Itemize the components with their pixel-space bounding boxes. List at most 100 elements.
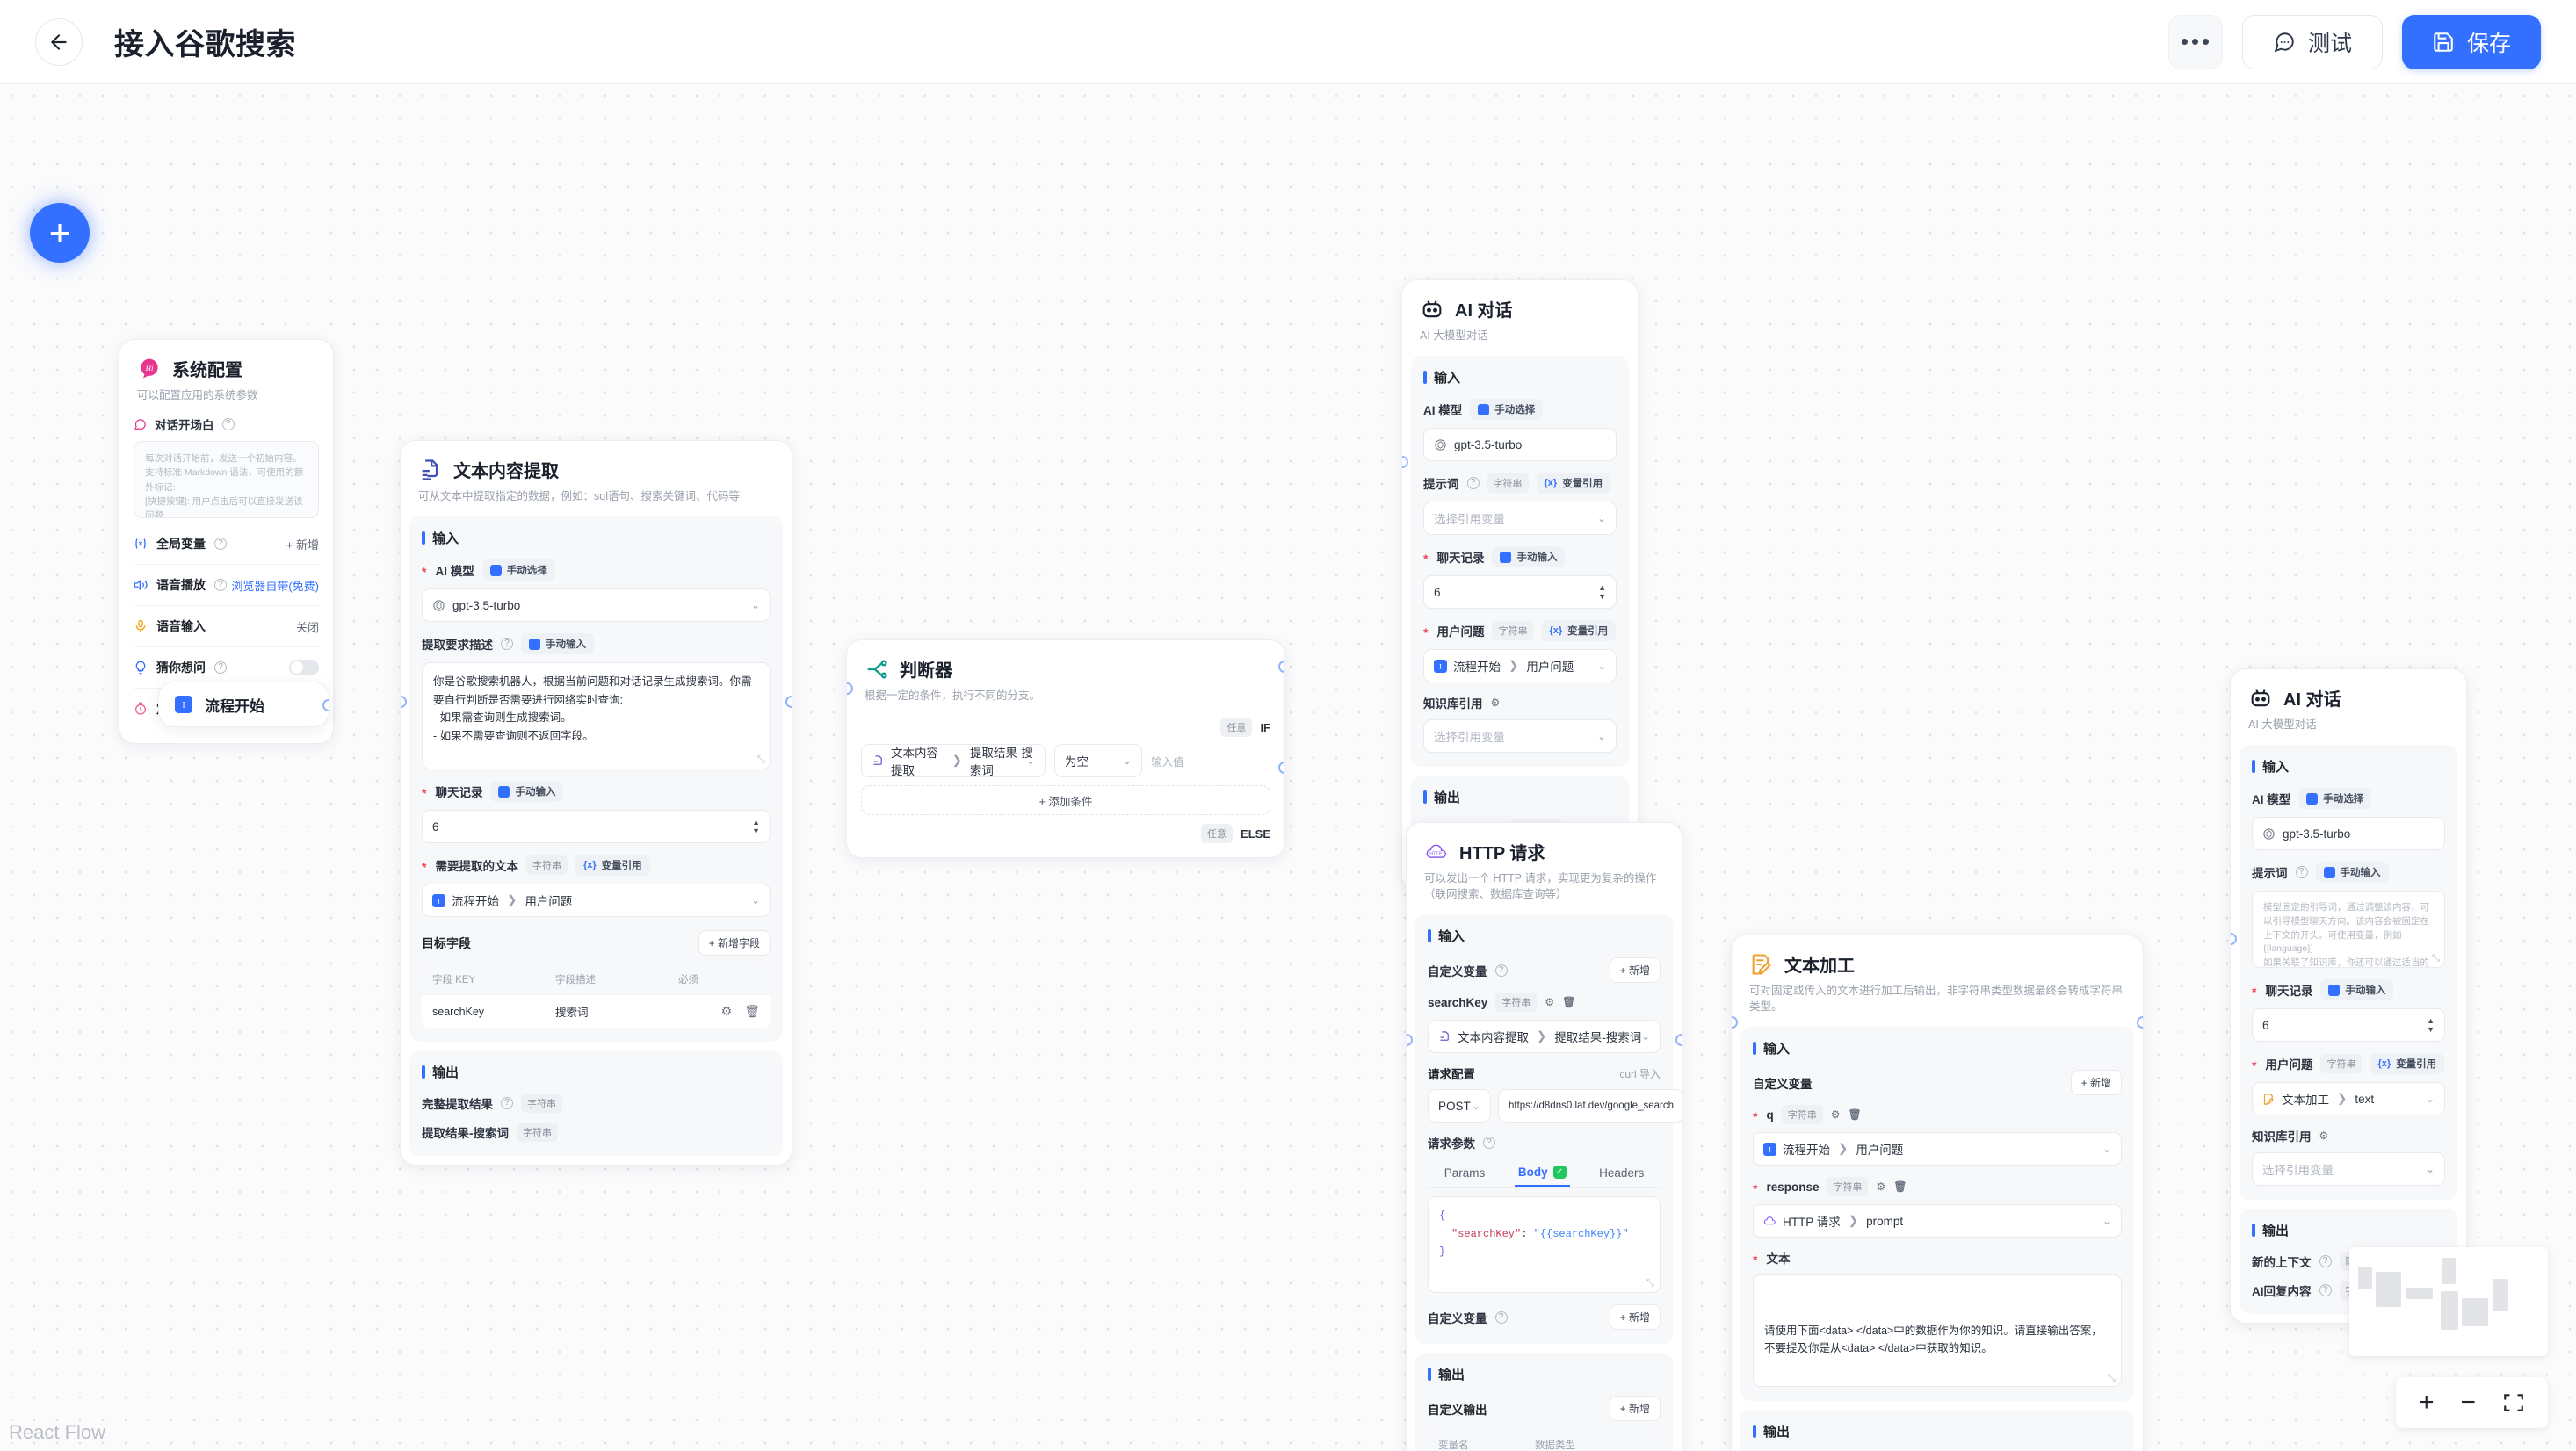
extract-desc-textarea[interactable]: 你是谷歌搜索机器人，根据当前问题和对话记录生成搜索词。你需要自行判断是否需要进行…	[422, 662, 771, 770]
model-select[interactable]: gpt-3.5-turbo	[2252, 817, 2445, 851]
http-url-input[interactable]: https://d8dns0.laf.dev/google_search	[1498, 1089, 1682, 1123]
chevron-down-icon[interactable]: ⌄	[1640, 1030, 1650, 1043]
curl-import-button[interactable]: curl 导入	[1619, 1067, 1661, 1080]
help-icon[interactable]: ?	[1466, 477, 1480, 490]
gear-icon[interactable]: ⚙	[1876, 1180, 1886, 1194]
input-handle[interactable]	[1402, 456, 1408, 468]
kb-variable-select[interactable]: 选择引用变量 ⌄	[2252, 1152, 2445, 1187]
chevron-down-icon[interactable]: ⌄	[1596, 730, 1606, 743]
prompt-mode-chip[interactable]: 手动输入	[2315, 862, 2389, 884]
else-mode-tag[interactable]: 任意	[1201, 824, 1234, 844]
source-mode-chip[interactable]: {x}变量引用	[575, 855, 650, 877]
fit-view-button[interactable]	[2502, 1391, 2525, 1414]
input-handle[interactable]	[1732, 1016, 1738, 1029]
add-variable-button-2[interactable]: + 新增	[1609, 1304, 1661, 1331]
question-variable-select[interactable]: 文本加工 ❯ text ⌄	[2252, 1082, 2445, 1116]
chevron-down-icon[interactable]: ⌄	[750, 894, 760, 907]
number-stepper[interactable]: ▲▼	[2427, 1015, 2435, 1034]
table-row[interactable]: searchKey 搜索词 ⚙ 🗑	[422, 994, 771, 1028]
trash-icon[interactable]: 🗑	[1893, 1180, 1907, 1194]
model-mode-chip[interactable]: 手动选择	[481, 559, 555, 581]
chevron-down-icon[interactable]: ⌄	[1471, 1100, 1480, 1113]
prompt-variable-select[interactable]: 选择引用变量 ⌄	[1423, 502, 1617, 536]
help-icon[interactable]: ?	[2319, 1284, 2332, 1297]
guess-ask-toggle[interactable]	[289, 660, 319, 676]
searchkey-variable-select[interactable]: 文本内容提取 ❯ 提取结果-搜索词 ⌄	[1428, 1020, 1661, 1054]
config-value[interactable]: 关闭	[295, 620, 319, 634]
resize-handle-icon[interactable]: ⤡	[2432, 953, 2440, 964]
history-mode-chip[interactable]: 手动输入	[490, 781, 564, 803]
chevron-down-icon[interactable]: ⌄	[2102, 1215, 2111, 1228]
trash-icon[interactable]: 🗑	[744, 1004, 760, 1019]
source-variable-select[interactable]: I 流程开始 ❯ 用户问题 ⌄	[422, 884, 771, 918]
node-condition[interactable]: 判断器 根据一定的条件，执行不同的分支。 任意 IF 文本内容提取 ❯ 提取结果…	[846, 639, 1285, 859]
var-q-select[interactable]: I 流程开始 ❯ 用户问题 ⌄	[1753, 1132, 2122, 1166]
help-icon[interactable]: ?	[501, 638, 513, 651]
add-condition-button[interactable]: + 添加条件	[861, 785, 1270, 816]
gear-icon[interactable]: ⚙	[2319, 1130, 2329, 1143]
if-mode-tag[interactable]: 任意	[1220, 718, 1253, 738]
trash-icon[interactable]: 🗑	[1848, 1108, 1862, 1122]
test-button[interactable]: 测试	[2241, 14, 2383, 69]
request-body-editor[interactable]: { "searchKey": "{{searchKey}}" } ⤡	[1428, 1196, 1661, 1294]
if-output-handle[interactable]	[1278, 661, 1284, 673]
output-handle[interactable]	[2137, 1016, 2143, 1029]
config-value[interactable]: 浏览器自带(免费)	[231, 579, 319, 593]
chevron-down-icon[interactable]: ⌄	[1025, 754, 1035, 768]
input-handle[interactable]	[847, 682, 853, 695]
chevron-down-icon[interactable]: ⌄	[2425, 1093, 2435, 1106]
gear-icon[interactable]: ⚙	[720, 1004, 733, 1019]
tab-body[interactable]: Body ✓	[1514, 1159, 1570, 1188]
add-variable-button[interactable]: + 新增	[2070, 1070, 2122, 1096]
model-select[interactable]: gpt-3.5-turbo	[1423, 428, 1617, 462]
model-select[interactable]: gpt-3.5-turbo ⌄	[422, 588, 771, 623]
output-handle[interactable]	[322, 699, 329, 711]
back-button[interactable]	[35, 18, 83, 66]
var-response-select[interactable]: HTTP 请求 ❯ prompt ⌄	[1753, 1204, 2122, 1238]
tab-headers[interactable]: Headers	[1599, 1166, 1645, 1180]
flow-canvas[interactable]: + Hi 系统配置 可以配置应用的系统参数 对话开	[0, 84, 2576, 1451]
history-mode-chip[interactable]: 手动输入	[1492, 546, 1566, 568]
chevron-down-icon[interactable]: ⌄	[2425, 1163, 2435, 1176]
resize-handle-icon[interactable]: ⤡	[2108, 1373, 2116, 1384]
history-number-input[interactable]: 6 ▲▼	[2252, 1008, 2445, 1043]
prompt-textarea[interactable]: 模型固定的引导词，通过调整该内容，可以引导模型聊天方向。该内容会被固定在上下文的…	[2252, 891, 2445, 969]
zoom-out-button[interactable]: −	[2460, 1388, 2476, 1417]
chevron-down-icon[interactable]: ⌄	[1596, 512, 1606, 525]
help-icon[interactable]: ?	[501, 1097, 513, 1110]
kb-variable-select[interactable]: 选择引用变量 ⌄	[1423, 719, 1617, 754]
output-handle[interactable]	[1675, 1034, 1682, 1046]
config-value[interactable]: + 新增	[286, 538, 319, 552]
number-stepper[interactable]: ▲▼	[1598, 582, 1606, 601]
help-icon[interactable]: ?	[1494, 1310, 1508, 1324]
more-options-button[interactable]	[2167, 14, 2223, 69]
minimap[interactable]	[2349, 1247, 2548, 1356]
question-mode-chip[interactable]: {x}变量引用	[2370, 1053, 2445, 1075]
chevron-down-icon[interactable]: ⌄	[750, 599, 760, 612]
output-handle[interactable]	[785, 696, 792, 708]
tab-params[interactable]: Params	[1444, 1166, 1486, 1180]
config-row-global-vars[interactable]: 全局变量? + 新增	[134, 523, 319, 566]
extract-desc-mode-chip[interactable]: 手动输入	[521, 633, 594, 655]
history-number-input[interactable]: 6 ▲▼	[1423, 575, 1617, 610]
help-icon[interactable]: ?	[1494, 964, 1508, 977]
node-text-extract[interactable]: 文本内容提取 可从文本中提取指定的数据，例如：sql语句、搜索关键词、代码等 输…	[400, 440, 792, 1166]
condition-operator-select[interactable]: 为空 ⌄	[1054, 744, 1142, 778]
save-button[interactable]: 保存	[2401, 14, 2541, 69]
help-icon[interactable]: ?	[214, 661, 227, 675]
prompt-mode-chip[interactable]: {x}变量引用	[1536, 473, 1611, 494]
add-field-button[interactable]: + 新增字段	[698, 930, 771, 957]
node-flow-start[interactable]: I 流程开始	[158, 682, 329, 727]
input-handle[interactable]	[401, 696, 407, 708]
input-handle[interactable]	[2231, 933, 2237, 945]
model-mode-chip[interactable]: 手动选择	[1470, 399, 1544, 421]
node-ai-chat-1[interactable]: AI 对话 AI 大模型对话 输入 AI 模型 手动选择 gpt-3.5-tur…	[1401, 279, 1639, 892]
chevron-down-icon[interactable]: ⌄	[1596, 660, 1606, 673]
else-output-handle[interactable]	[1278, 762, 1284, 774]
history-number-input[interactable]: 6 ▲▼	[422, 810, 771, 844]
chevron-down-icon[interactable]: ⌄	[1122, 754, 1132, 768]
resize-handle-icon[interactable]: ⤡	[1646, 1279, 1654, 1290]
input-handle[interactable]	[1407, 1034, 1413, 1046]
trash-icon[interactable]: 🗑	[1562, 996, 1576, 1009]
gear-icon[interactable]: ⚙	[1490, 697, 1501, 710]
